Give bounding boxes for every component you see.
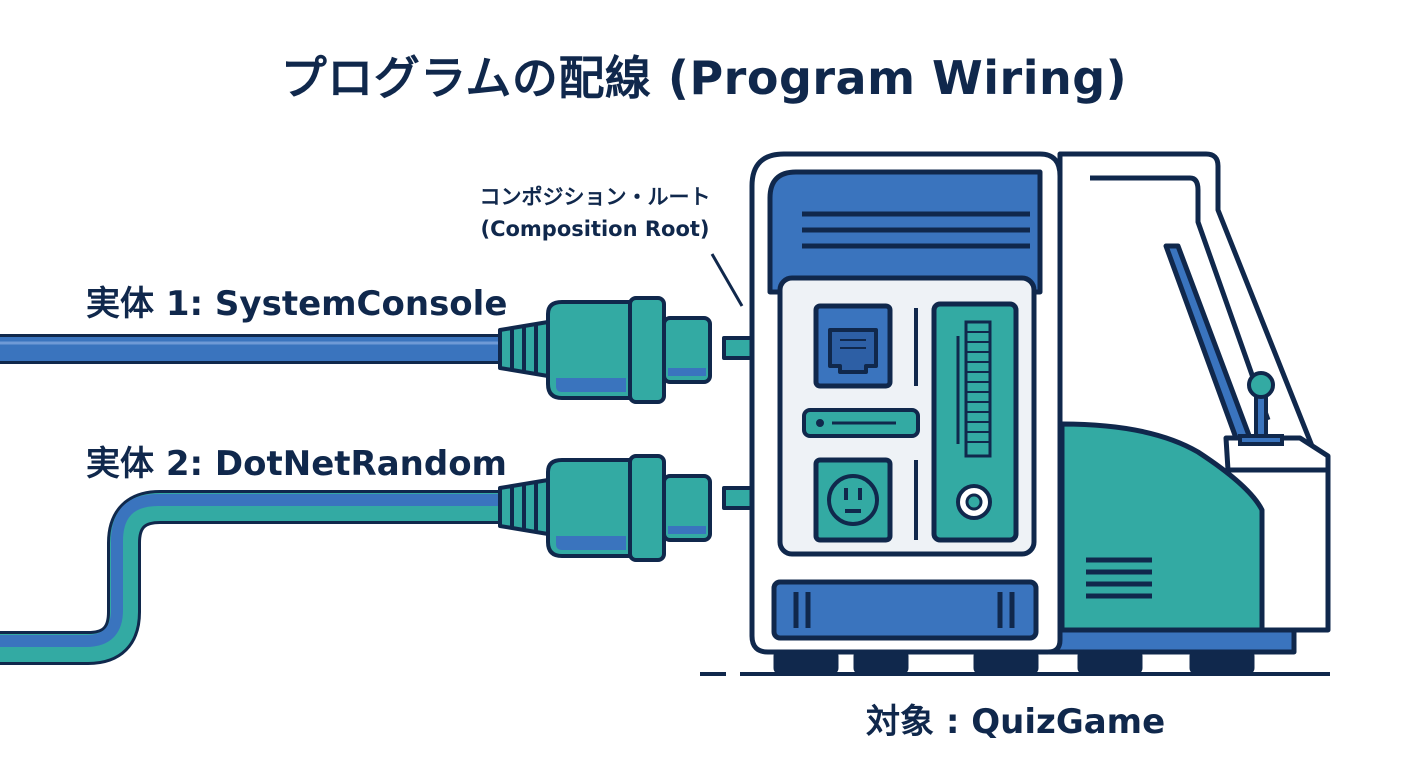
joystick-icon — [1238, 371, 1284, 446]
composition-root-label: コンポジション・ルート (Composition Root) — [460, 182, 730, 245]
cable-2 — [0, 490, 510, 665]
target-label: 対象 : QuizGame — [866, 702, 1166, 742]
connector-2 — [498, 454, 712, 562]
cable-1 — [0, 334, 510, 364]
ethernet-port-icon — [813, 303, 893, 389]
status-indicator — [802, 408, 920, 438]
memory-slot-icon — [931, 301, 1019, 543]
page-title: プログラムの配線 (Program Wiring) — [280, 51, 1128, 105]
composition-root-label-ja: コンポジション・ルート — [479, 185, 711, 209]
composition-root-pointer — [710, 253, 744, 307]
outlet-face-icon — [813, 457, 893, 543]
connector-1 — [498, 296, 712, 404]
composition-root-label-en: (Composition Root) — [480, 216, 710, 241]
entity-2-label: 実体 2: DotNetRandom — [86, 444, 507, 484]
entity-1-label: 実体 1: SystemConsole — [86, 284, 508, 324]
